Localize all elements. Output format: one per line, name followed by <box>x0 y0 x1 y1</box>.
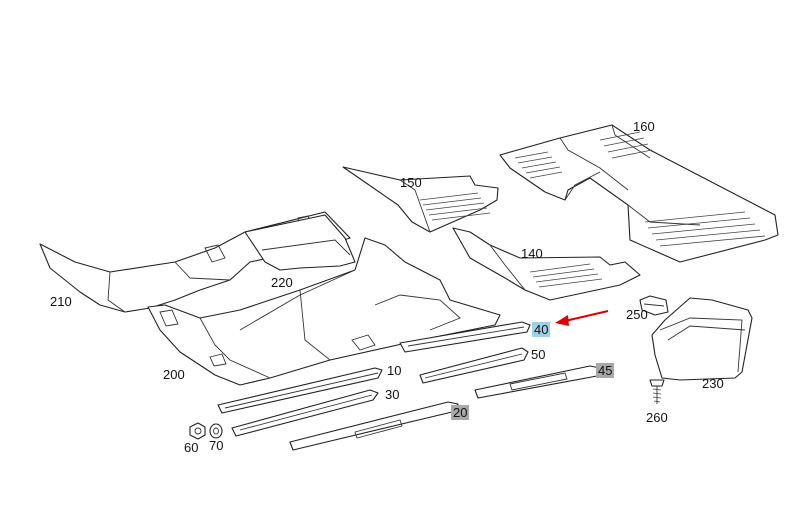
label-30[interactable]: 30 <box>385 387 400 402</box>
part-250-clip[interactable] <box>639 295 669 316</box>
label-70[interactable]: 70 <box>209 438 224 453</box>
part-140-mat[interactable] <box>452 227 641 301</box>
label-260[interactable]: 260 <box>646 410 668 425</box>
part-230-trim-panel[interactable] <box>651 297 753 381</box>
part-70-washer[interactable] <box>209 423 223 439</box>
part-160-rear-mat[interactable] <box>499 124 779 263</box>
label-140[interactable]: 140 <box>521 246 543 261</box>
label-50[interactable]: 50 <box>531 347 546 362</box>
label-250[interactable]: 250 <box>626 307 648 322</box>
part-50-sill-strip[interactable] <box>419 347 529 384</box>
label-20[interactable]: 20 <box>451 405 470 420</box>
label-150[interactable]: 150 <box>400 175 422 190</box>
part-220-tunnel[interactable] <box>244 214 356 271</box>
part-10-sill-strip[interactable] <box>217 367 383 414</box>
part-260-screw[interactable] <box>649 379 665 404</box>
label-45[interactable]: 45 <box>596 363 615 378</box>
label-60[interactable]: 60 <box>184 440 199 455</box>
selection-arrow <box>555 310 609 326</box>
part-45-sill-plate[interactable] <box>474 365 601 399</box>
part-200-floor-carpet[interactable] <box>147 237 501 386</box>
label-160[interactable]: 160 <box>633 119 655 134</box>
part-150-mat[interactable] <box>342 166 499 233</box>
part-60-nut[interactable] <box>189 422 206 440</box>
part-30-sill-strip[interactable] <box>231 389 379 437</box>
part-40-sill-strip[interactable] <box>399 321 531 353</box>
label-200[interactable]: 200 <box>163 367 185 382</box>
label-230[interactable]: 230 <box>702 376 724 391</box>
label-40[interactable]: 40 <box>532 322 551 337</box>
label-220[interactable]: 220 <box>271 275 293 290</box>
label-210[interactable]: 210 <box>50 294 72 309</box>
label-10[interactable]: 10 <box>387 363 402 378</box>
